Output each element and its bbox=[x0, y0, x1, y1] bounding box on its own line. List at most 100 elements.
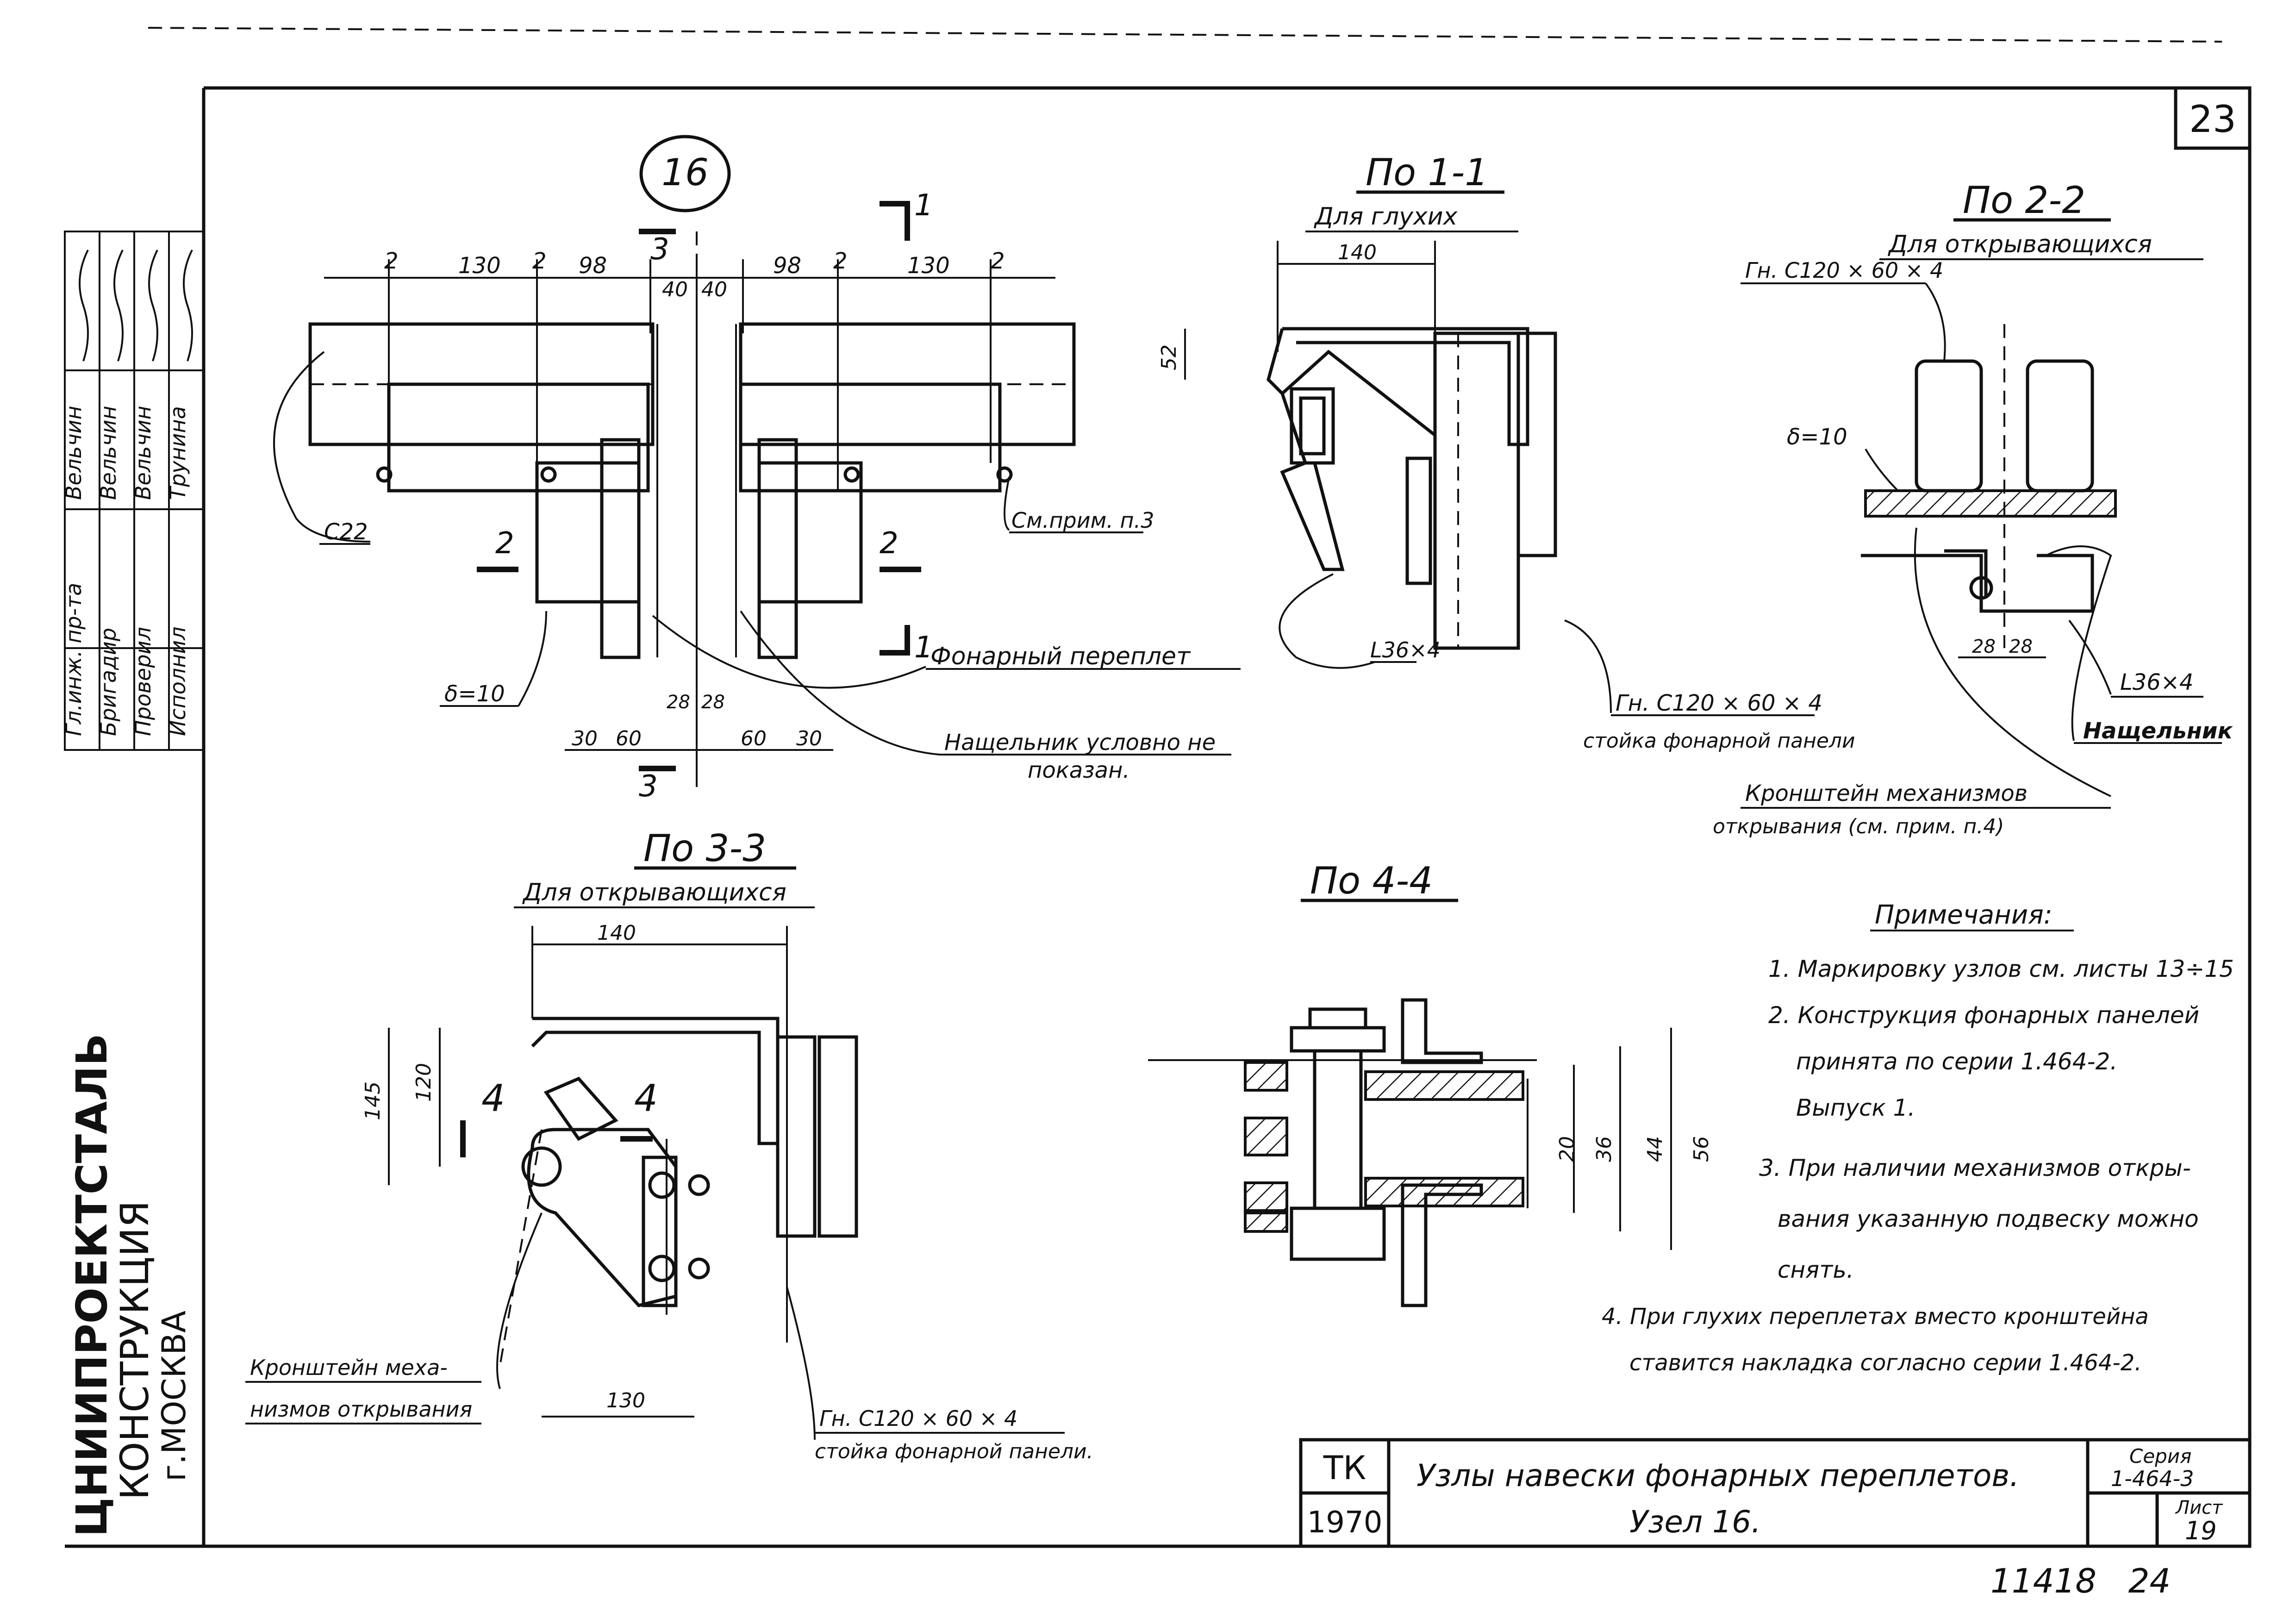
main-view: 2 130 2 98 40 40 98 2 130 2 1 bbox=[273, 188, 1241, 804]
note-line-6: вания указанную подвеску можно bbox=[1778, 1206, 2199, 1232]
view-3-3: По 3-3 Для открывающихся 140 120 145 4 4… bbox=[245, 827, 1093, 1463]
view-2-2-dim-left: 28 bbox=[1972, 636, 1996, 657]
view-1-1-dim-width: 140 bbox=[1338, 241, 1377, 264]
list-value: 19 bbox=[2185, 1516, 2217, 1545]
view-2-2-dim-right: 28 bbox=[2009, 636, 2033, 657]
view-3-3-section-4-right: 4 bbox=[634, 1077, 658, 1120]
view-2-2-title: По 2-2 bbox=[1963, 179, 2085, 222]
side-stamp: Исполнил Проверил Бригадир Гл.инж. пр-та… bbox=[61, 231, 205, 751]
stamp-name-2: Вельчин bbox=[131, 406, 156, 500]
drawing-title-1: Узлы навески фонарных переплетов. bbox=[1416, 1458, 2019, 1493]
view-2-2-subtitle: Для открывающихся bbox=[1888, 231, 2152, 258]
view-2-2-bracket-2: открывания (см. прим. п.4) bbox=[1713, 815, 2004, 838]
node-number: 16 bbox=[661, 151, 709, 194]
stamp-code: ТК bbox=[1323, 1449, 1366, 1487]
view-4-4-dim-44: 44 bbox=[1643, 1136, 1667, 1162]
note-line-8: 4. При глухих переплетах вместо кронштей… bbox=[1602, 1304, 2149, 1330]
view-4-4-dim-20: 20 bbox=[1555, 1136, 1579, 1162]
view-3-3-dim-145: 145 bbox=[361, 1081, 385, 1120]
label-c22: С22 bbox=[324, 519, 368, 545]
org-line-3: г.МОСКВА bbox=[155, 1311, 193, 1481]
main-section-2-right: 2 bbox=[880, 526, 898, 561]
bottom-numbers: 11418 24 bbox=[1990, 1562, 2171, 1600]
view-1-1: По 1-1 Для глухих 140 52 L36×4 Гн. С120 … bbox=[1157, 151, 1855, 753]
main-section-1-bottom: 1 bbox=[914, 631, 933, 665]
main-dim-4: 98 bbox=[579, 253, 607, 279]
view-4-4-dim-56: 56 bbox=[1690, 1136, 1713, 1162]
node-marker: 16 bbox=[639, 135, 731, 212]
series-value: 1-464-3 bbox=[2111, 1466, 2194, 1491]
main-bdim-6: 30 bbox=[796, 727, 822, 750]
stamp-year: 1970 bbox=[1307, 1505, 1383, 1540]
main-dim-5: 40 bbox=[662, 278, 688, 301]
stamp-role-2: Проверил bbox=[131, 627, 156, 736]
main-dim-1: 2 bbox=[384, 248, 399, 274]
note-line-9: ставится накладка согласно серии 1.464-2… bbox=[1629, 1350, 2142, 1376]
notes: Примечания: 1. Маркировку узлов см. лист… bbox=[1602, 900, 2234, 1376]
list-label: Лист bbox=[2175, 1497, 2223, 1518]
stamp-role-1: Исполнил bbox=[165, 626, 190, 736]
stamp-name-4: Вельчин bbox=[61, 406, 86, 500]
note-line-1: 1. Маркировку узлов см. листы 13÷15 bbox=[1768, 956, 2234, 982]
main-section-2-left: 2 bbox=[495, 526, 514, 561]
view-3-3-dim-width: 140 bbox=[597, 921, 636, 945]
label-lantern-frame: Фонарный переплет bbox=[930, 643, 1191, 670]
view-3-3-post-2: стойка фонарной панели. bbox=[815, 1440, 1093, 1463]
note-line-3: принята по серии 1.464-2. bbox=[1796, 1048, 2117, 1075]
stamp-name-3: Вельчин bbox=[96, 406, 121, 500]
label-note-ref: См.прим. п.3 bbox=[1011, 508, 1154, 533]
sheet-number-box: 23 bbox=[2174, 86, 2252, 150]
view-3-3-title: По 3-3 bbox=[643, 827, 766, 870]
label-flashing-2: показан. bbox=[1028, 757, 1130, 783]
org-line-2: КОНСТРУКЦИЯ bbox=[112, 1200, 157, 1500]
view-1-1-subtitle: Для глухих bbox=[1314, 203, 1458, 231]
stamp-name-1: Трунина bbox=[165, 406, 190, 500]
view-2-2: По 2-2 Для открывающихся Гн. С120 × 60 ×… bbox=[1713, 179, 2233, 838]
main-dim-3: 2 bbox=[532, 248, 547, 274]
series-label: Серия bbox=[2129, 1445, 2191, 1468]
view-4-4: По 4-4 20 36 44 56 bbox=[1148, 859, 1713, 1307]
main-dim-7: 98 bbox=[773, 253, 801, 279]
view-1-1-title: По 1-1 bbox=[1366, 151, 1488, 194]
main-dim-8: 2 bbox=[833, 248, 848, 274]
view-1-1-angle: L36×4 bbox=[1370, 637, 1441, 662]
view-3-3-dim-130: 130 bbox=[606, 1389, 645, 1412]
view-3-3-bracket-2: низмов открывания bbox=[250, 1397, 472, 1422]
view-2-2-angle: L36×4 bbox=[2120, 669, 2194, 695]
view-2-2-thickness: δ=10 bbox=[1787, 424, 1847, 450]
view-4-4-title: По 4-4 bbox=[1310, 859, 1433, 902]
main-bdim-1: 30 bbox=[572, 727, 598, 750]
main-bdim-4: 28 bbox=[701, 692, 725, 713]
label-thickness-main: δ=10 bbox=[444, 681, 505, 707]
view-2-2-flashing: Нащельник bbox=[2083, 718, 2233, 744]
stamp-role-4: Гл.инж. пр-та bbox=[61, 583, 86, 736]
view-3-3-post-1: Гн. С120 × 60 × 4 bbox=[819, 1406, 1017, 1431]
stamp-role-3: Бригадир bbox=[96, 628, 121, 736]
label-flashing-1: Нащельник условно не bbox=[944, 730, 1216, 756]
organization-block: ЦНИИПРОЕКТСТАЛЬ КОНСТРУКЦИЯ г.МОСКВА bbox=[67, 1033, 193, 1537]
main-dim-10: 2 bbox=[991, 248, 1005, 274]
main-section-1-top: 1 bbox=[914, 188, 933, 223]
main-dim-2: 130 bbox=[458, 253, 501, 279]
note-line-7: снять. bbox=[1778, 1256, 1854, 1283]
view-3-3-bracket-1: Кронштейн меха- bbox=[250, 1355, 448, 1380]
view-1-1-post-2: стойка фонарной панели bbox=[1583, 729, 1855, 753]
view-4-4-dim-36: 36 bbox=[1592, 1136, 1616, 1162]
view-3-3-section-4-left: 4 bbox=[481, 1077, 505, 1120]
view-2-2-channel: Гн. С120 × 60 × 4 bbox=[1745, 258, 1943, 283]
note-line-2: 2. Конструкция фонарных панелей bbox=[1768, 1002, 2199, 1029]
notes-heading: Примечания: bbox=[1875, 900, 2053, 930]
view-1-1-dim-height: 52 bbox=[1157, 344, 1181, 370]
org-line-1: ЦНИИПРОЕКТСТАЛЬ bbox=[67, 1033, 117, 1537]
view-3-3-dim-120: 120 bbox=[412, 1063, 436, 1102]
title-block: ТК 1970 Узлы навески фонарных переплетов… bbox=[1299, 1438, 2252, 1548]
main-bdim-3: 28 bbox=[667, 692, 690, 713]
main-section-3-bottom: 3 bbox=[639, 769, 658, 804]
view-2-2-bracket-1: Кронштейн механизмов bbox=[1745, 781, 2028, 806]
view-1-1-post-1: Гн. С120 × 60 × 4 bbox=[1616, 690, 1822, 716]
main-dim-9: 130 bbox=[907, 253, 950, 279]
note-line-5: 3. При наличии механизмов откры- bbox=[1759, 1155, 2191, 1181]
main-bdim-5: 60 bbox=[741, 727, 767, 750]
view-3-3-subtitle: Для открывающихся bbox=[522, 879, 786, 906]
